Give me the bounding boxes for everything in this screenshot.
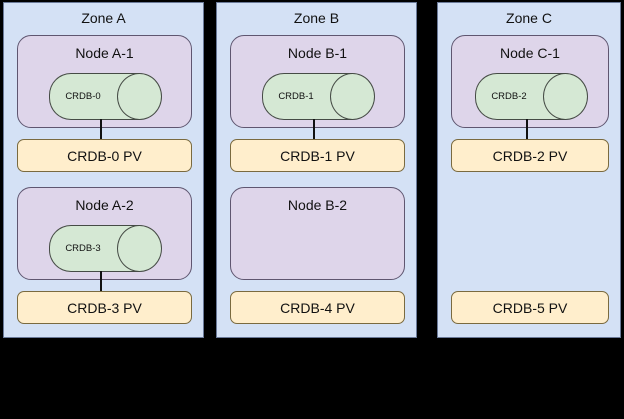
connector-crdb-3-to-pv xyxy=(100,271,102,292)
node-c-1-title: Node C-1 xyxy=(500,45,560,61)
cylinder-cap xyxy=(330,73,375,120)
node-b-2-title: Node B-2 xyxy=(287,197,348,213)
db-pod-crdb-3-label: CRDB-3 xyxy=(65,243,101,254)
db-pod-crdb-3[interactable]: CRDB-3 xyxy=(49,225,162,272)
node-b-1-title: Node B-1 xyxy=(287,45,348,61)
db-pod-crdb-2[interactable]: CRDB-2 xyxy=(475,73,588,120)
zone-a: Zone A Node A-1 CRDB-0 CRDB-0 PV Node A-… xyxy=(3,2,204,338)
zone-c-title: Zone C xyxy=(506,10,552,26)
node-a-1[interactable]: Node A-1 CRDB-0 xyxy=(17,35,192,128)
db-pod-crdb-0[interactable]: CRDB-0 xyxy=(49,73,162,120)
pv-crdb-4[interactable]: CRDB-4 PV xyxy=(230,291,405,324)
zone-b: Zone B Node B-1 CRDB-1 CRDB-1 PV Node B-… xyxy=(216,2,417,338)
zone-b-title: Zone B xyxy=(293,10,340,26)
connector-crdb-2-to-pv xyxy=(526,119,528,140)
pv-crdb-5[interactable]: CRDB-5 PV xyxy=(451,291,609,324)
db-pod-crdb-2-label: CRDB-2 xyxy=(491,91,527,102)
node-a-2-title: Node A-2 xyxy=(75,197,134,213)
node-a-1-title: Node A-1 xyxy=(75,45,134,61)
db-pod-crdb-1[interactable]: CRDB-1 xyxy=(262,73,375,120)
zone-a-title: Zone A xyxy=(81,10,126,26)
node-a-2[interactable]: Node A-2 CRDB-3 xyxy=(17,187,192,280)
db-pod-crdb-1-label: CRDB-1 xyxy=(278,91,314,102)
cylinder-cap xyxy=(117,225,162,272)
pv-crdb-2[interactable]: CRDB-2 PV xyxy=(451,139,609,172)
db-pod-crdb-0-label: CRDB-0 xyxy=(65,91,101,102)
pv-crdb-1[interactable]: CRDB-1 PV xyxy=(230,139,405,172)
node-c-1[interactable]: Node C-1 CRDB-2 xyxy=(451,35,609,128)
cylinder-cap xyxy=(117,73,162,120)
connector-crdb-1-to-pv xyxy=(313,119,315,140)
zone-c: Zone C Node C-1 CRDB-2 CRDB-2 PV CRDB-5 … xyxy=(437,2,621,338)
node-b-1[interactable]: Node B-1 CRDB-1 xyxy=(230,35,405,128)
node-b-2[interactable]: Node B-2 xyxy=(230,187,405,280)
pv-crdb-0[interactable]: CRDB-0 PV xyxy=(17,139,192,172)
pv-crdb-3[interactable]: CRDB-3 PV xyxy=(17,291,192,324)
connector-crdb-0-to-pv xyxy=(100,119,102,140)
cylinder-cap xyxy=(543,73,588,120)
